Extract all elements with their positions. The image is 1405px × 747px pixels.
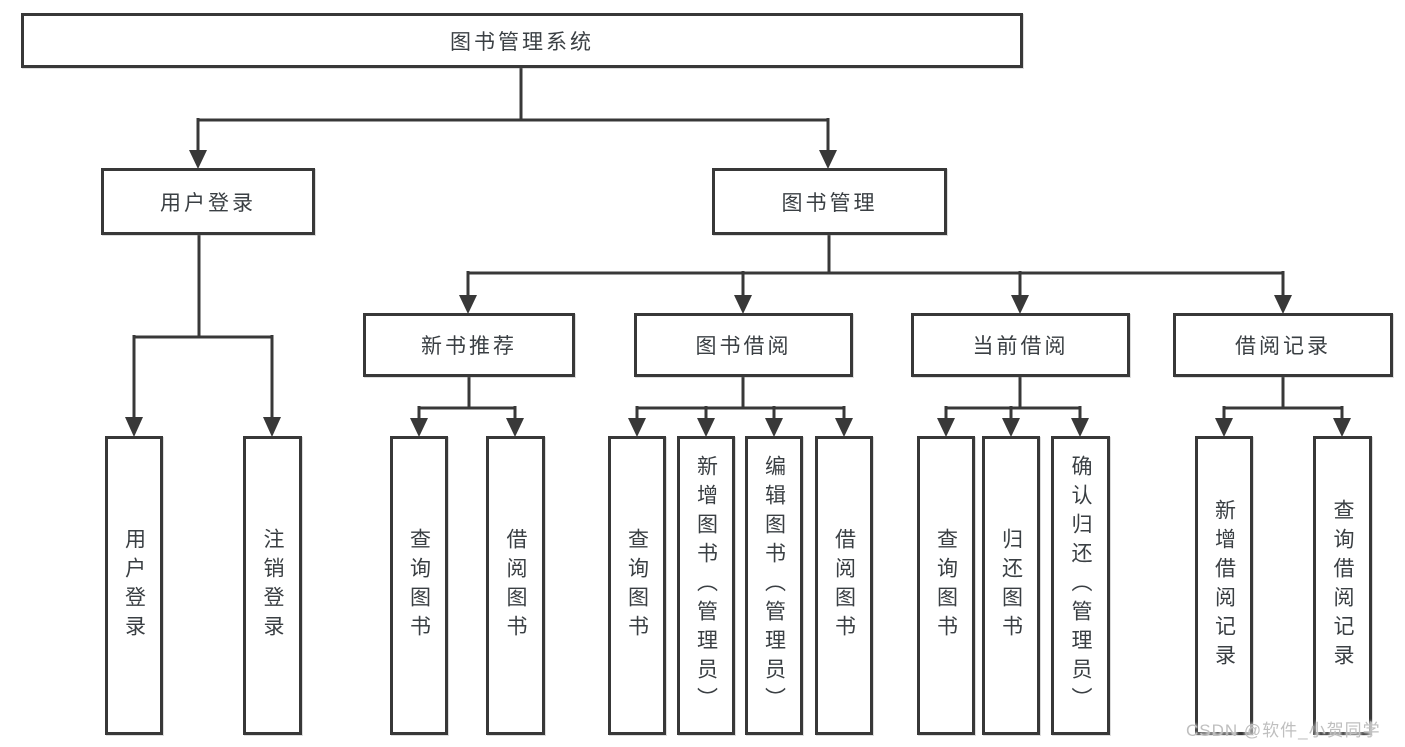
node-current-borrow-label: 当前借阅	[972, 335, 1069, 358]
leaf-label: 注销登录	[261, 527, 284, 644]
node-root-label: 图书管理系统	[450, 30, 594, 54]
arrowhead	[125, 417, 143, 437]
arrowhead	[1011, 295, 1029, 314]
node-user-login-label: 用户登录	[160, 191, 256, 215]
leaf-borrow-edit-book-admin: 编辑图书（管理员）	[745, 436, 803, 735]
connector-book-borrow-children	[628, 376, 853, 437]
leaf-label: 查询借阅记录	[1331, 498, 1354, 673]
arrowhead	[189, 150, 207, 169]
node-user-login: 用户登录	[101, 168, 315, 235]
leaf-logout: 注销登录	[243, 436, 302, 735]
arrowhead	[1071, 418, 1089, 437]
arrowhead	[628, 418, 646, 437]
leaf-label: 用户登录	[122, 527, 146, 644]
node-book-management-label: 图书管理	[781, 191, 878, 215]
node-current-borrow: 当前借阅	[911, 313, 1130, 377]
connector-root-to-level2	[189, 66, 837, 169]
leaf-label: 借阅图书	[832, 527, 856, 644]
leaf-borrow-borrow-books: 借阅图书	[815, 436, 873, 735]
leaf-user-login: 用户登录	[105, 436, 163, 735]
arrowhead	[819, 150, 837, 169]
arrowhead	[1215, 418, 1233, 437]
arrowhead	[1274, 295, 1292, 314]
leaf-label: 查询图书	[934, 527, 958, 644]
leaf-records-query-record: 查询借阅记录	[1313, 436, 1372, 735]
node-new-book-recommend-label: 新书推荐	[421, 335, 517, 358]
leaf-current-return-books: 归还图书	[982, 436, 1040, 735]
leaf-label: 查询图书	[407, 527, 431, 644]
node-book-borrow-label: 图书借阅	[695, 335, 792, 358]
connector-current-borrow-children	[937, 376, 1089, 437]
leaf-label: 查询图书	[625, 527, 649, 644]
node-book-borrow: 图书借阅	[634, 313, 853, 377]
node-new-book-recommend: 新书推荐	[363, 313, 575, 377]
leaf-borrow-query-books: 查询图书	[608, 436, 666, 735]
csdn-watermark: CSDN @软件_小贺同学	[1186, 721, 1381, 740]
leaf-label: 归还图书	[999, 527, 1023, 644]
arrowhead	[506, 418, 524, 437]
arrowhead	[937, 418, 955, 437]
leaf-borrow-add-book-admin: 新增图书（管理员）	[677, 436, 735, 735]
arrowhead	[263, 417, 281, 437]
node-borrow-records: 借阅记录	[1173, 313, 1393, 377]
arrowhead	[410, 418, 428, 437]
arrowhead	[734, 295, 752, 314]
leaf-label: 确认归还（管理员）	[1069, 455, 1092, 716]
leaf-label: 新增借阅记录	[1212, 498, 1236, 673]
leaf-records-add-record: 新增借阅记录	[1195, 436, 1253, 735]
arrowhead	[835, 418, 853, 437]
arrowhead	[1333, 418, 1351, 437]
leaf-label: 编辑图书（管理员）	[762, 455, 786, 716]
leaf-newrec-borrow-books: 借阅图书	[486, 436, 545, 735]
connector-user-login-children	[125, 234, 281, 437]
node-book-management: 图书管理	[712, 168, 947, 235]
arrowhead	[697, 418, 715, 437]
arrowhead	[459, 295, 477, 314]
leaf-current-query-books: 查询图书	[917, 436, 975, 735]
leaf-label: 借阅图书	[504, 527, 527, 644]
leaf-current-confirm-return-admin: 确认归还（管理员）	[1051, 436, 1110, 735]
arrowhead	[1002, 418, 1020, 437]
leaf-label: 新增图书（管理员）	[694, 455, 718, 716]
node-borrow-records-label: 借阅记录	[1235, 335, 1331, 358]
connector-borrow-records-children	[1215, 376, 1351, 437]
leaf-newrec-query-books: 查询图书	[390, 436, 448, 735]
arrowhead	[765, 418, 783, 437]
connector-new-book-children	[410, 376, 524, 437]
node-root: 图书管理系统	[21, 13, 1023, 68]
connector-book-management-children	[459, 232, 1292, 314]
